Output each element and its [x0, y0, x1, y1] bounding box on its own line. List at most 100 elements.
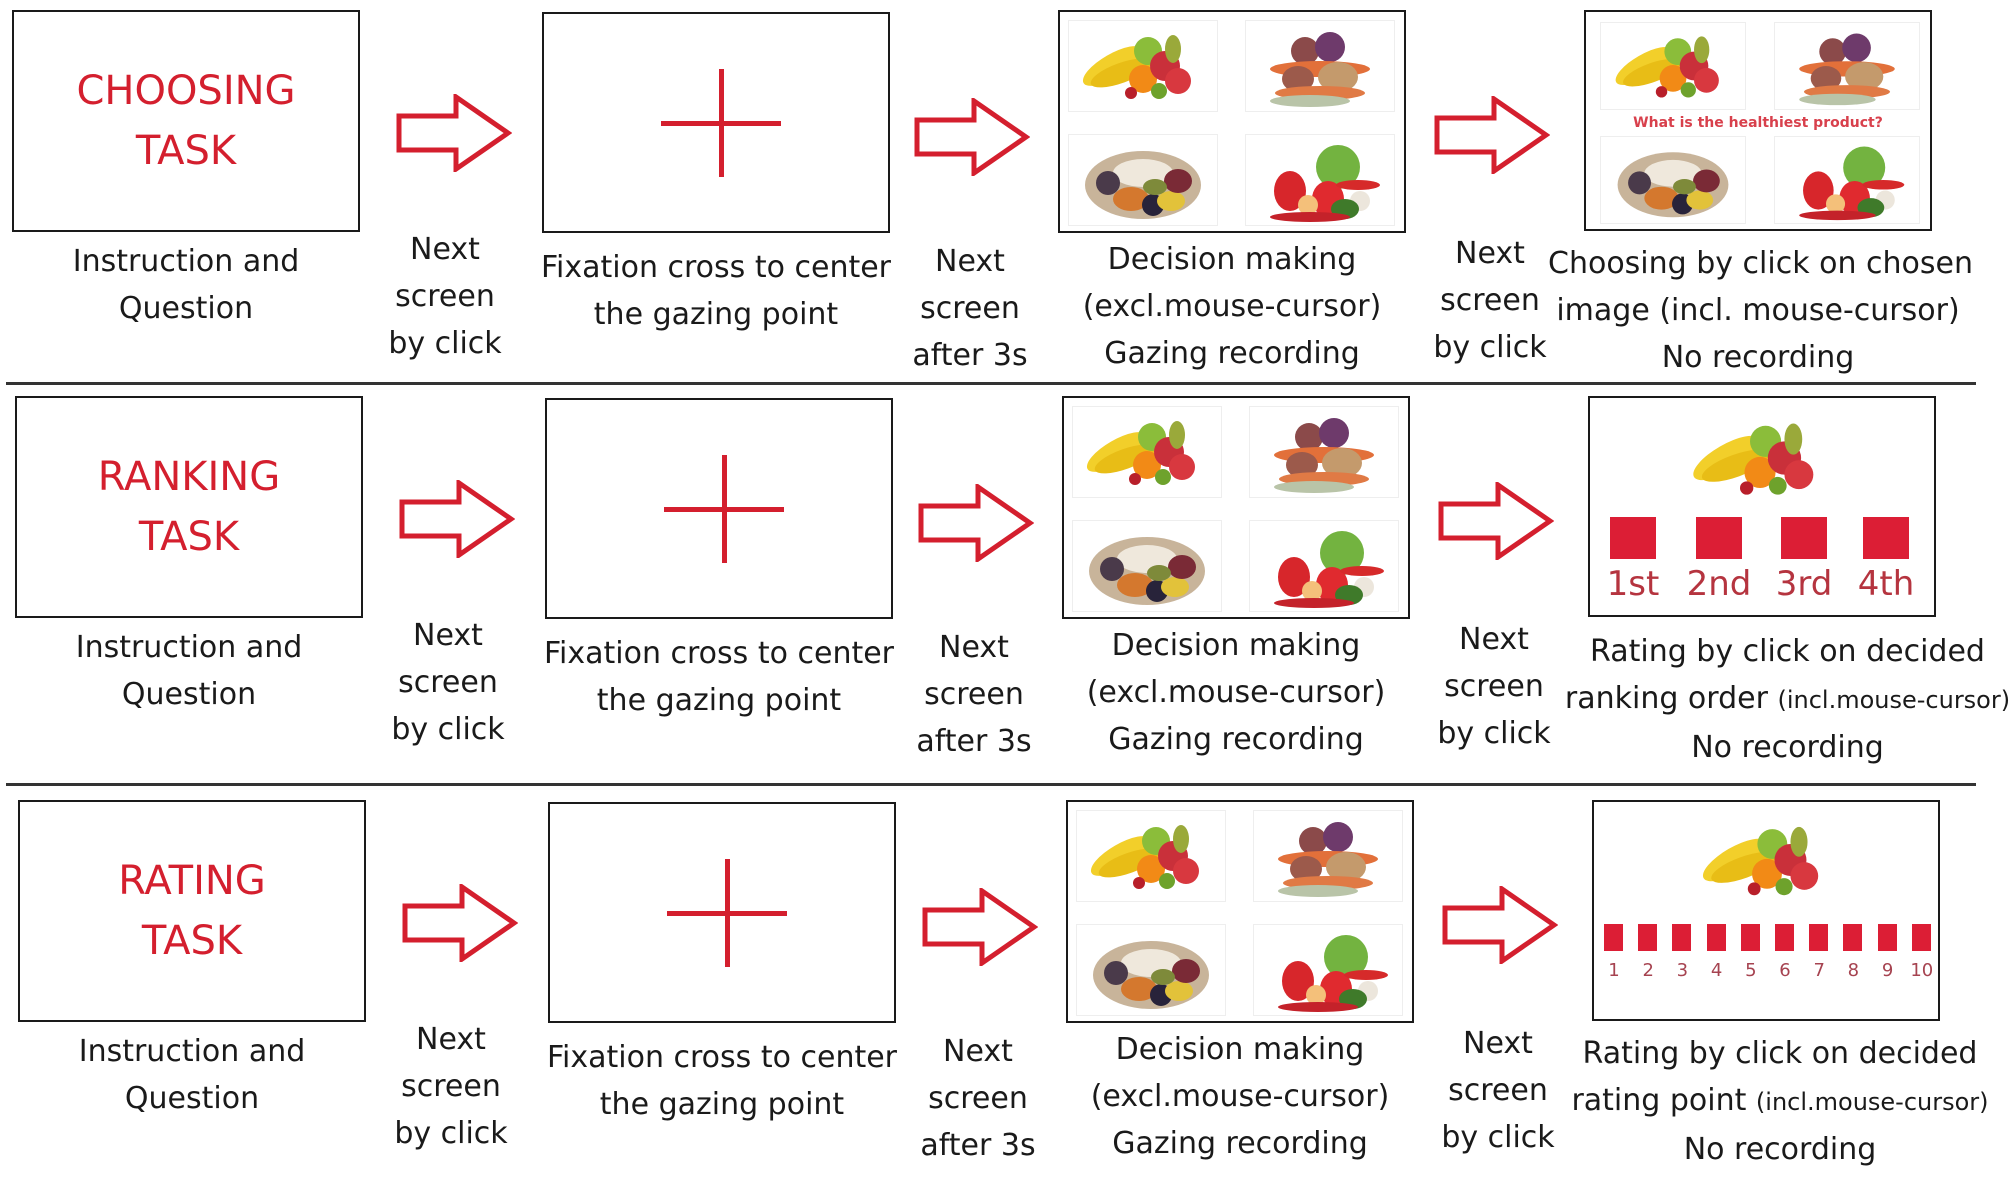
rating-point-button[interactable]: [1809, 924, 1829, 951]
task-title-line-2: TASK: [141, 918, 243, 964]
rating-label: 7: [1813, 960, 1825, 981]
rating-label: 1: [1608, 960, 1620, 981]
transition-3-caption-line-1: Next: [1455, 236, 1525, 271]
healthiest-question: What is the healthiest product?: [1633, 115, 1883, 131]
food-image-tile: [1249, 406, 1399, 498]
decision-caption: Decision making(excl.mouse-cursor)Gazing…: [1048, 236, 1416, 377]
instruction-screen: RATING TASK: [18, 800, 366, 1022]
fixation-caption: Fixation cross to center the gazing point: [525, 244, 907, 338]
fixation-cross-vertical: [719, 69, 724, 177]
rank-square-button[interactable]: [1610, 517, 1656, 559]
transition-3-caption-line-1: Next: [1463, 1026, 1533, 1061]
food-image-tile: [1253, 924, 1403, 1016]
food-image-option[interactable]: [1774, 136, 1920, 224]
rating-label: 9: [1881, 960, 1894, 981]
rating-point-button[interactable]: [1911, 924, 1931, 951]
rank-square-button[interactable]: [1696, 517, 1742, 559]
response-caption-line-3: No recording: [1691, 730, 1884, 765]
food-image-option[interactable]: [1600, 22, 1746, 110]
rank-square-button[interactable]: [1781, 517, 1827, 559]
task-title: RATING TASK: [20, 851, 364, 971]
response-caption-line-note: (incl.mouse-cursor): [1777, 686, 2011, 714]
fixation-caption-line-1: Fixation cross to center: [546, 1040, 898, 1075]
response-caption-line-3: No recording: [1683, 1132, 1877, 1167]
instruction-caption-line-1: Instruction and: [72, 244, 300, 279]
instruction-caption-line-2: Question: [124, 1081, 260, 1116]
food-image-tile: [1249, 520, 1399, 612]
response-caption-line-1: Rating by click on decided: [1590, 634, 1985, 669]
fixation-caption-line-2: the gazing point: [593, 297, 839, 332]
transition-3-caption-line-2: screen: [1444, 669, 1544, 704]
rating-label: 8: [1847, 960, 1860, 981]
fruit-pile: [1680, 408, 1840, 512]
decision-caption-line-1: Decision making: [1115, 1032, 1365, 1067]
fruits-image-icon: [1086, 421, 1195, 485]
task-title-line-2: TASK: [135, 128, 237, 174]
transition-1-caption-line-3: by click: [388, 326, 502, 361]
legumes-image-icon: [1617, 152, 1729, 218]
rating-point-button[interactable]: [1775, 924, 1794, 951]
decision-caption-line-1: Decision making: [1111, 628, 1361, 663]
next-arrow-icon: [914, 98, 1030, 176]
response-caption-line-2: image (incl. mouse-cursor): [1556, 293, 1960, 328]
task-title-line-1: RATING: [118, 858, 266, 904]
rating-label: 5: [1745, 960, 1757, 981]
transition-3-caption-line-3: by click: [1441, 1120, 1555, 1155]
rating-point-button[interactable]: [1877, 924, 1897, 951]
decision-caption-line-2: (excl.mouse-cursor): [1086, 675, 1386, 710]
transition-2-caption-line-2: screen: [920, 291, 1020, 326]
legumes-image-icon: [1085, 151, 1201, 219]
rank-label: 3rd: [1775, 564, 1833, 604]
fixation-cross-vertical: [722, 455, 727, 563]
row-divider: [6, 783, 1976, 786]
rating-point-button[interactable]: [1843, 924, 1863, 951]
transition-3-caption-line-2: screen: [1440, 283, 1540, 318]
rating-point-button[interactable]: [1604, 924, 1623, 951]
fixation-caption-line-2: the gazing point: [599, 1087, 845, 1122]
transition-1-caption-line-1: Next: [413, 618, 483, 653]
food-image-tile: [1253, 810, 1403, 902]
rank-square-button[interactable]: [1863, 517, 1909, 559]
food-image-tile: [1245, 134, 1395, 226]
next-arrow-icon: [396, 94, 512, 172]
decision-screen: [1062, 396, 1410, 619]
legumes-image-icon: [1089, 537, 1205, 605]
rank-label: 4th: [1857, 564, 1915, 604]
next-arrow-icon: [1438, 482, 1554, 560]
task-title-line-2: TASK: [138, 514, 240, 560]
rating-point-button[interactable]: [1706, 924, 1726, 951]
transition-1-caption-line-1: Next: [410, 232, 480, 267]
rating-point-button[interactable]: [1740, 924, 1760, 951]
transition-1-caption-line-3: by click: [394, 1116, 508, 1151]
transition-2-caption-line-1: Next: [935, 244, 1005, 279]
next-arrow-icon: [918, 484, 1034, 562]
vegetables-image-icon: [1274, 418, 1374, 493]
transition-1-caption-line-2: screen: [398, 665, 498, 700]
rating-point-button[interactable]: [1672, 924, 1692, 951]
next-arrow-icon: [402, 884, 518, 962]
rating-point-button[interactable]: [1638, 924, 1658, 951]
fixation-caption-line-1: Fixation cross to center: [540, 250, 892, 285]
rating-label: 10: [1910, 960, 1934, 981]
greens-image-icon: [1274, 531, 1384, 608]
instruction-caption-line-2: Question: [121, 677, 257, 712]
decision-screen: [1058, 10, 1406, 233]
food-image-tile: [1245, 20, 1395, 112]
food-image-tile: [1072, 406, 1222, 498]
fruits-image-icon: [1702, 826, 1819, 896]
food-image-option[interactable]: [1774, 22, 1920, 110]
decision-caption-line-2: (excl.mouse-cursor): [1082, 289, 1382, 324]
fixation-screen: [548, 802, 896, 1023]
fixation-caption: Fixation cross to center the gazing point: [531, 1034, 913, 1128]
fixation-cross-vertical: [725, 859, 730, 967]
food-image-option[interactable]: [1600, 136, 1746, 224]
